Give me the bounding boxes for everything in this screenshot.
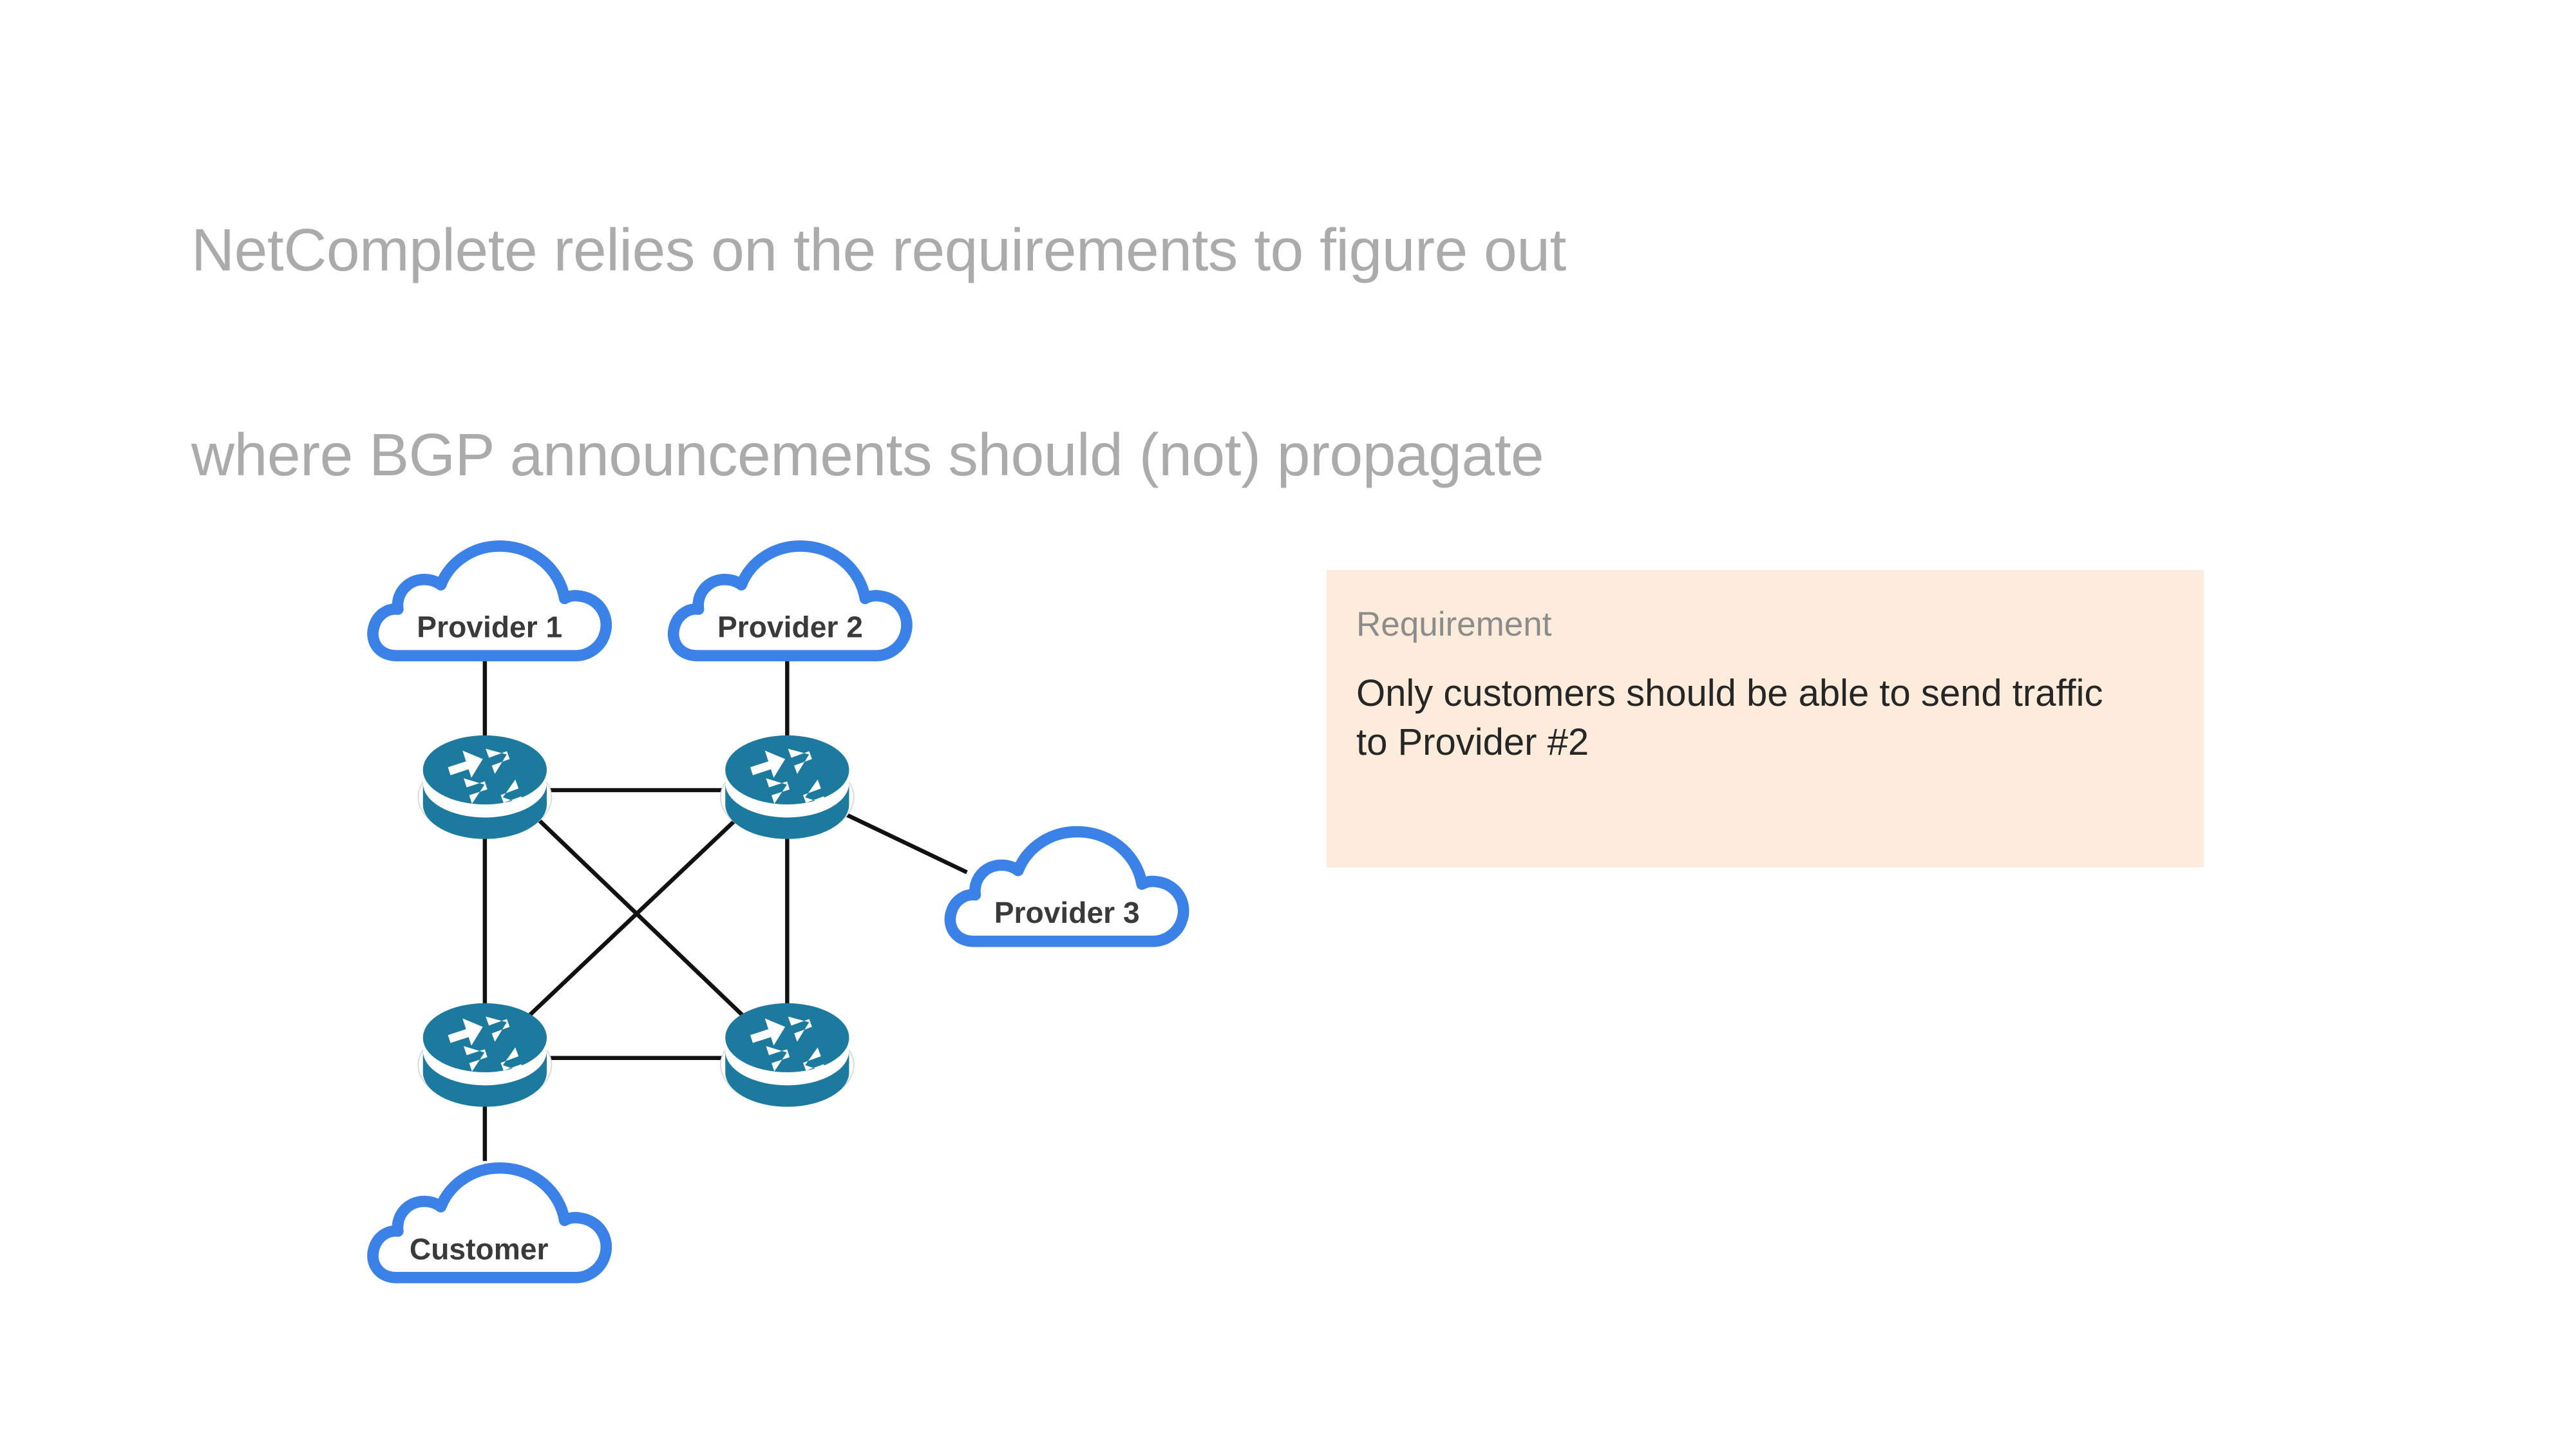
router-3[interactable]: [417, 1002, 553, 1108]
cloud-provider-3[interactable]: Provider 3: [950, 832, 1183, 942]
router-4[interactable]: [719, 1002, 855, 1108]
router-2[interactable]: [719, 735, 855, 840]
cloud-provider-2-label: Provider 2: [717, 611, 863, 644]
link-router2-router3: [525, 811, 745, 1020]
requirement-text: Only customers should be able to send tr…: [1356, 672, 2103, 763]
cloud-provider-1-label: Provider 1: [417, 611, 562, 644]
requirement-callout: Requirement Only customers should be abl…: [1327, 570, 2204, 867]
link-layer: [482, 656, 968, 1161]
page-title-line-2: where BGP announcements should (not) pro…: [191, 421, 1544, 488]
link-router2-provider3: [831, 806, 968, 875]
page-title: NetComplete relies on the requirements t…: [191, 97, 2188, 609]
cloud-provider-3-label: Provider 3: [994, 896, 1140, 929]
requirement-label: Requirement: [1356, 605, 1552, 643]
page-title-line-1: NetComplete relies on the requirements t…: [191, 216, 1566, 283]
cloud-provider-1[interactable]: Provider 1: [373, 546, 606, 656]
router-1[interactable]: [417, 735, 553, 840]
cloud-provider-2[interactable]: Provider 2: [674, 546, 907, 656]
link-router1-router4: [529, 811, 747, 1020]
cloud-customer-label: Customer: [410, 1232, 549, 1265]
network-topology-diagram: Provider 1 Provider 2 Provider 3 Custome…: [335, 515, 1198, 1417]
cloud-layer: Provider 1 Provider 2 Provider 3 Custome…: [373, 546, 1184, 1278]
cloud-customer[interactable]: Customer: [373, 1168, 606, 1278]
